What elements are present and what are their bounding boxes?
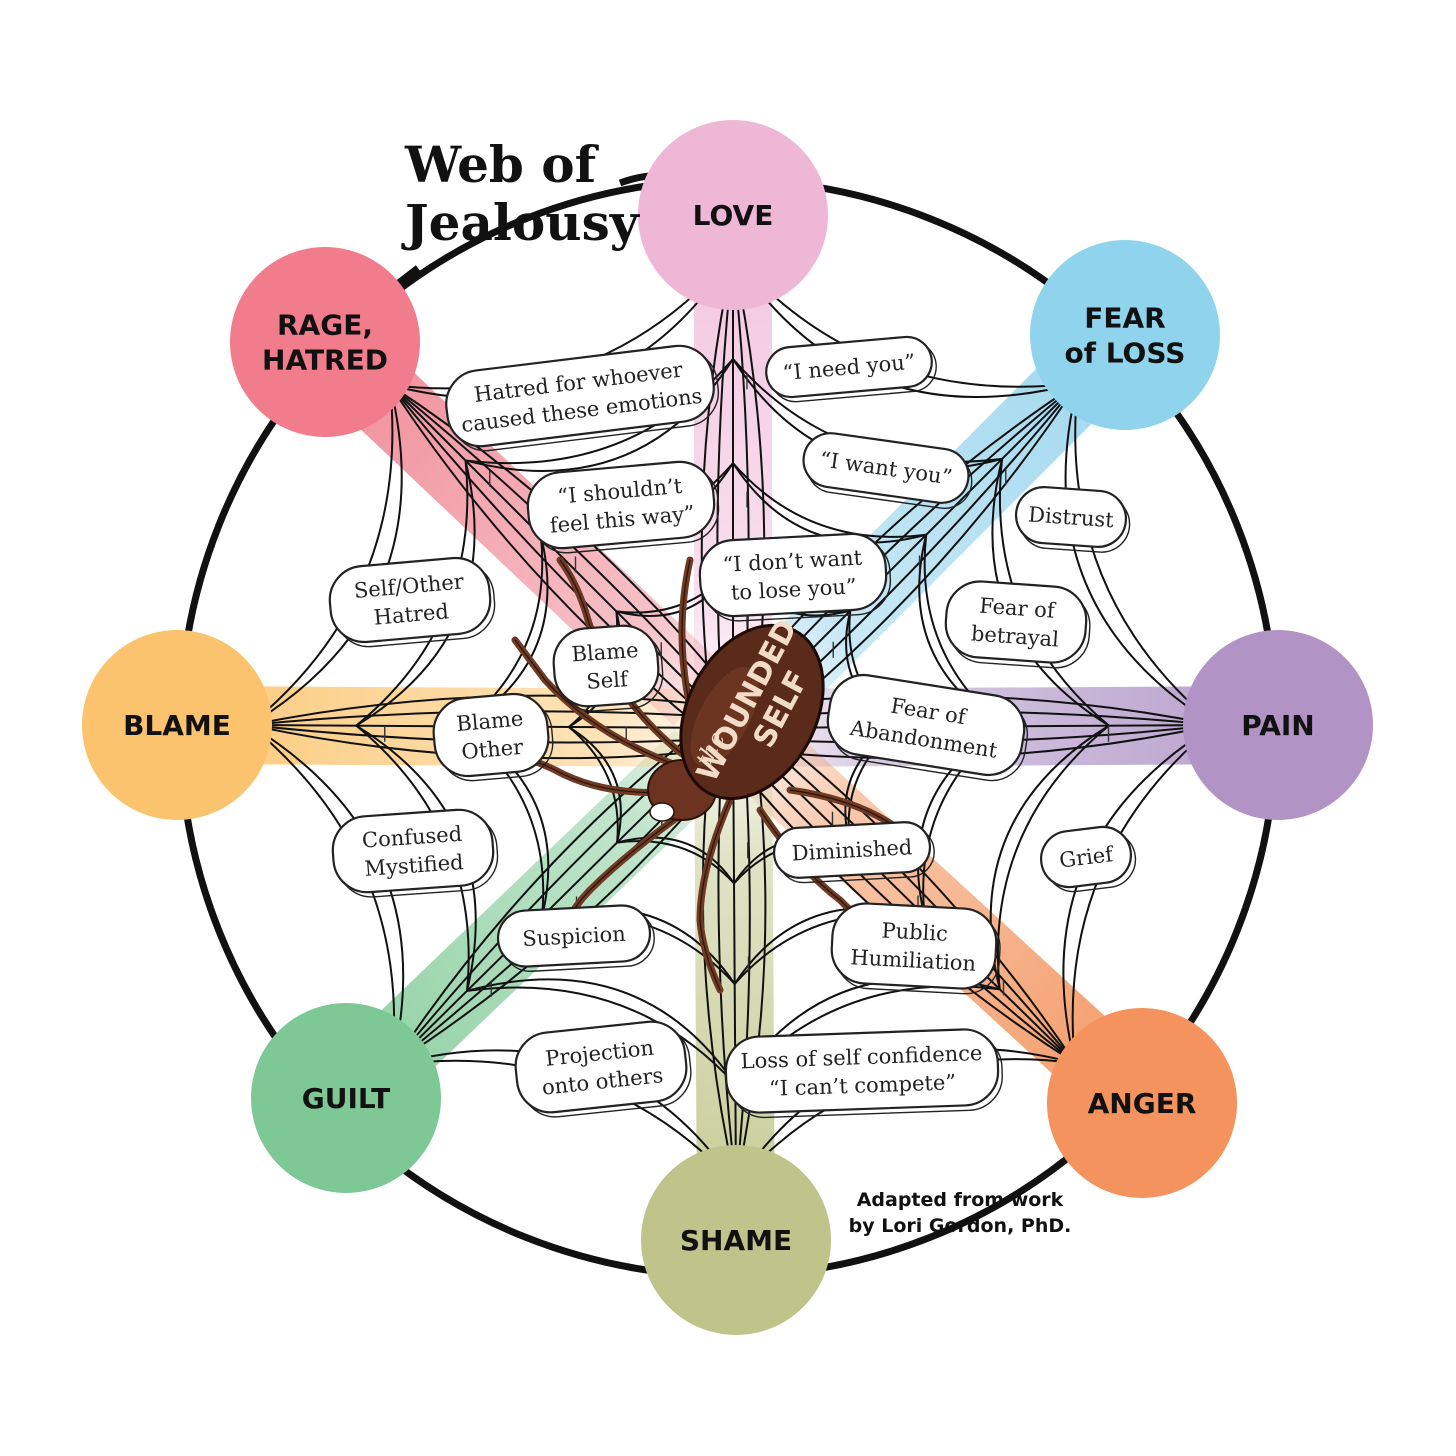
label-i-need-you: “I need you” — [765, 335, 937, 403]
label-pill — [1040, 825, 1132, 889]
web-thread — [732, 727, 1076, 1064]
label-pill — [772, 821, 932, 879]
hub-anger: ANGER — [1047, 1008, 1237, 1198]
hub-label: HATRED — [262, 344, 388, 377]
label-text: Fear of — [978, 594, 1057, 623]
label-diminished: Diminished — [772, 821, 935, 884]
label-pill — [826, 673, 1026, 777]
hub-label: GUILT — [302, 1082, 390, 1115]
label-pill — [552, 624, 660, 708]
label-text: Public — [881, 918, 948, 945]
label-pill — [432, 692, 550, 778]
label-text: Other — [461, 735, 525, 764]
hub-label: of LOSS — [1065, 337, 1186, 370]
hub-label: ANGER — [1088, 1087, 1197, 1120]
label-pill — [765, 335, 933, 399]
credit-line-2: by Lori Gordon, PhD. — [849, 1215, 1072, 1237]
web-thread — [389, 384, 720, 743]
label-pill — [526, 460, 716, 550]
hub-guilt: GUILT — [251, 1003, 441, 1193]
hub-pain: PAIN — [1183, 630, 1373, 820]
hub-label: SHAME — [680, 1224, 792, 1257]
label-pill — [802, 432, 970, 504]
label-pill — [328, 556, 492, 644]
label-pill — [724, 1028, 1000, 1114]
label-grief: Grief — [1040, 825, 1137, 893]
hub-circle — [251, 1003, 441, 1193]
credit-line-1: Adapted from work — [857, 1189, 1064, 1211]
hub-circle — [82, 630, 272, 820]
web-thread — [389, 384, 727, 736]
title-line-2: Jealousy — [401, 193, 641, 252]
label-text: Blame — [571, 638, 640, 667]
label-pill — [698, 532, 888, 618]
spider-body — [679, 623, 825, 801]
hub-shame: SHAME — [641, 1145, 831, 1335]
hub-label: LOVE — [693, 199, 774, 232]
label-distrust: Distrust — [1014, 486, 1131, 553]
hub-circle — [638, 120, 828, 310]
label-pill — [331, 808, 495, 894]
hub-blame: BLAME — [82, 630, 272, 820]
hub-circle — [641, 1145, 831, 1335]
label-pill — [514, 1020, 688, 1114]
label-text: Suspicion — [522, 922, 627, 951]
label-text: Self — [586, 667, 631, 694]
hub-label: FEAR — [1084, 302, 1165, 335]
hub-label: RAGE, — [277, 309, 373, 342]
hub-label: PAIN — [1241, 709, 1314, 742]
label-pill — [496, 904, 652, 968]
title-line-1: Web of — [404, 135, 600, 194]
hub-rage-hatred: RAGE,HATRED — [230, 247, 420, 437]
title-connector — [393, 265, 421, 288]
titles: Web of Jealousy Adapted from work by Lor… — [401, 135, 1071, 1237]
spider-leg-outline — [514, 639, 691, 771]
hub-label: BLAME — [123, 709, 231, 742]
spider-fang — [649, 802, 675, 822]
hub-circle — [1183, 630, 1373, 820]
label-suspicion: Suspicion — [496, 904, 655, 972]
label-i-want-you: “I want you” — [802, 432, 973, 510]
label-pill — [830, 902, 998, 990]
web-thread — [391, 712, 720, 1066]
hub-circle — [1047, 1008, 1237, 1198]
label-pill — [1014, 486, 1128, 548]
spider-body-highlight — [690, 666, 759, 767]
spider-leg-outline — [699, 799, 731, 991]
hub-love: LOVE — [638, 120, 828, 310]
label-text: Distrust — [1027, 502, 1115, 532]
label-pill — [445, 344, 715, 448]
label-pill — [944, 580, 1088, 664]
hub-circle — [230, 247, 420, 437]
label-loss-of-self-confidence: Loss of self confidence“I can’t compete” — [724, 1028, 1003, 1119]
label-text: Blame — [455, 706, 524, 736]
hub-circle — [1030, 240, 1220, 430]
web-ring — [460, 462, 1005, 986]
